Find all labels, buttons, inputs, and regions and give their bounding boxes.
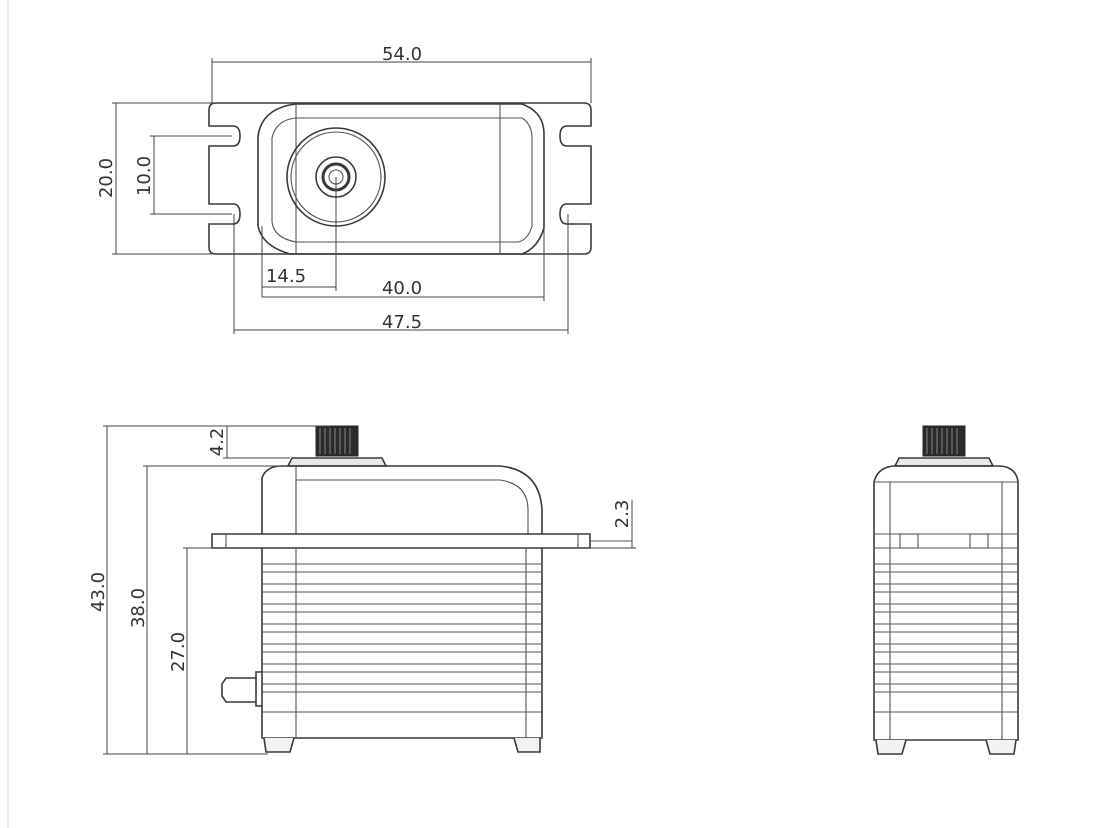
lower-case <box>261 548 543 739</box>
dim-label-overall-height: 43.0 <box>88 572 109 612</box>
top-view: 54.0 20.0 10.0 14.5 40.0 47.5 <box>96 44 592 334</box>
upper-case-inner <box>295 479 529 534</box>
end-view-flange-slot-right <box>969 533 989 549</box>
dim-label-height-overall: 20.0 <box>96 158 117 198</box>
top-view-flange <box>208 102 592 255</box>
top-view-case-inner <box>271 117 533 243</box>
end-view-foot-right <box>985 739 1017 755</box>
dim-label-width-overall: 54.0 <box>382 44 422 65</box>
output-spline <box>315 425 359 457</box>
side-view: 43.0 38.0 27.0 4.2 2.3 <box>88 425 636 755</box>
dim-label-spline-height: 4.2 <box>207 428 228 457</box>
output-spline-teeth <box>319 428 351 454</box>
end-view-flange <box>874 533 1018 549</box>
cable-grommet-base <box>255 671 262 707</box>
dim-label-shaft-offset: 14.5 <box>266 266 306 287</box>
end-view-body <box>873 465 1019 741</box>
dim-label-hole-spacing: 47.5 <box>382 312 422 333</box>
bearing-cap <box>286 457 388 467</box>
upper-case <box>261 465 543 534</box>
dim-label-flange-thickness: 2.3 <box>612 500 633 529</box>
end-view-fins <box>874 563 1018 713</box>
end-view-spline-teeth <box>926 428 958 454</box>
foot-right <box>513 737 541 753</box>
dim-label-mount-hole-spacing: 10.0 <box>134 156 155 196</box>
cooling-fins <box>262 563 542 713</box>
foot-left <box>263 737 295 753</box>
dim-label-flange-height: 27.0 <box>168 632 189 672</box>
cable-grommet <box>221 677 256 703</box>
dim-label-body-length: 40.0 <box>382 278 422 299</box>
end-view-bearing-cap <box>893 457 995 467</box>
end-view <box>873 425 1019 755</box>
dim-label-body-height: 38.0 <box>128 588 149 628</box>
top-view-case <box>257 103 545 255</box>
end-view-foot-left <box>875 739 907 755</box>
side-flange <box>211 533 591 549</box>
end-view-spline <box>922 425 966 457</box>
end-view-flange-slot-left <box>899 533 919 549</box>
